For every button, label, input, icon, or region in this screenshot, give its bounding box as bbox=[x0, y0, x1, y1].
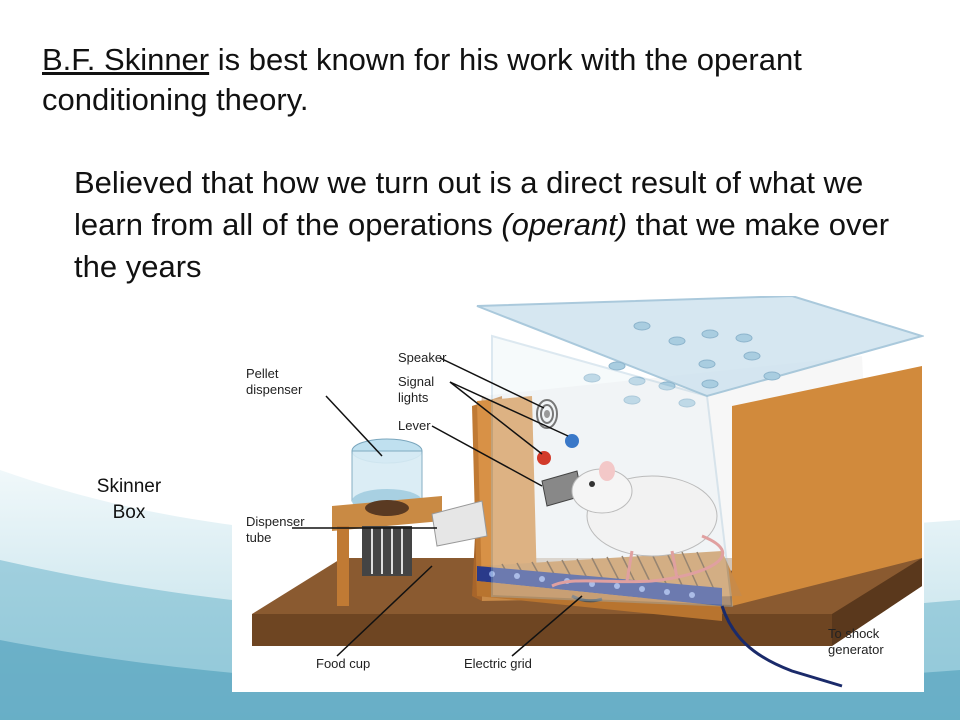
blue-signal-light bbox=[565, 434, 579, 448]
slide-body: Believed that how we turn out is a direc… bbox=[74, 162, 904, 288]
heading-name: B.F. Skinner bbox=[42, 42, 210, 77]
label-speaker: Speaker bbox=[398, 350, 447, 365]
label-signal-lights-2: lights bbox=[398, 390, 429, 405]
label-pellet-dispenser-1: Pellet bbox=[246, 366, 279, 381]
label-shock-generator-1: To shock bbox=[828, 626, 880, 641]
shock-wire bbox=[720, 605, 843, 688]
body-before: Believed that how we turn out is a direc… bbox=[74, 165, 864, 242]
glass-lid bbox=[476, 296, 924, 398]
pellet-dispenser bbox=[332, 438, 442, 606]
heading-rest: is best known for his work with the oper… bbox=[42, 42, 802, 117]
skinner-box-illustration: Speaker Signal lights Lever Pellet dispe… bbox=[246, 296, 924, 688]
label-dispenser-tube-2: tube bbox=[246, 530, 271, 545]
body-after: that we make over the years bbox=[74, 207, 890, 284]
skinner-box-caption: Skinner Box bbox=[96, 476, 162, 523]
label-food-cup: Food cup bbox=[316, 656, 370, 671]
skinner-box-figure: Speaker Signal lights Lever Pellet dispe… bbox=[232, 296, 924, 692]
slide-heading: B.F. Skinner is best known for his work … bbox=[42, 40, 922, 120]
label-signal-lights-1: Signal bbox=[398, 374, 434, 389]
label-pellet-dispenser-2: dispenser bbox=[246, 382, 303, 397]
label-dispenser-tube-1: Dispenser bbox=[246, 514, 305, 529]
right-wall bbox=[732, 366, 922, 606]
red-signal-light bbox=[537, 451, 551, 465]
dispenser-tube bbox=[431, 500, 488, 547]
body-italic: (operant) bbox=[501, 207, 628, 242]
speaker-icon bbox=[536, 399, 558, 429]
label-electric-grid: Electric grid bbox=[464, 656, 532, 671]
label-lever: Lever bbox=[398, 418, 431, 433]
label-shock-generator-2: generator bbox=[828, 642, 884, 657]
rat bbox=[551, 461, 725, 588]
